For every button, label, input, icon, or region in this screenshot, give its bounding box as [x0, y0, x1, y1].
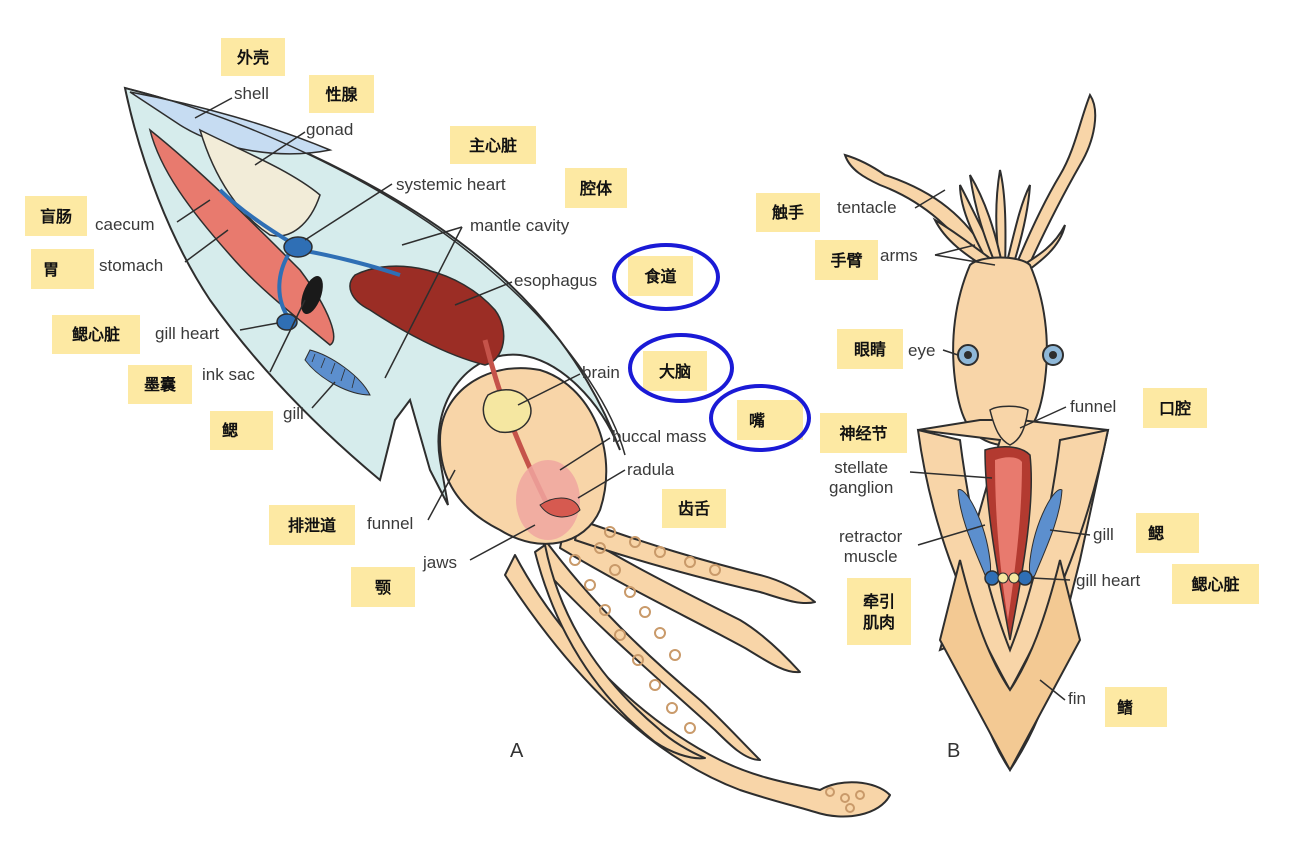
- panel-label-a: A: [510, 740, 524, 762]
- label-b-stellate-ganglion: stellate ganglion: [829, 458, 894, 497]
- cn-label-gill: 鳃: [210, 411, 273, 450]
- cn-label-gill-heart: 鳃心脏: [52, 315, 140, 354]
- cn-label-b-fin: 鳍: [1105, 687, 1167, 727]
- label-b-arms: arms: [880, 246, 918, 265]
- cn-label-systemic-heart: 主心脏: [450, 126, 536, 164]
- b-funnel: [989, 405, 1029, 446]
- label-buccal-mass: buccal mass: [612, 427, 707, 446]
- label-funnel: funnel: [367, 514, 414, 533]
- cn-label-caecum: 盲肠: [25, 196, 87, 236]
- highlight-ring-esophagus: [612, 243, 720, 311]
- leader-lines-b: [909, 189, 1091, 701]
- label-b-tentacle: tentacle: [837, 198, 897, 217]
- label-esophagus: esophagus: [514, 271, 598, 290]
- cn-label-shell: 外壳: [221, 38, 285, 76]
- panel-label-b: B: [947, 740, 961, 762]
- label-systemic-heart: systemic heart: [396, 175, 506, 194]
- systemic-heart: [283, 236, 313, 258]
- cn-label-stomach: 胃: [31, 249, 94, 289]
- label-gill-heart: gill heart: [155, 324, 220, 343]
- cn-label-b-eye: 眼睛: [837, 329, 903, 369]
- label-jaws: jaws: [423, 553, 458, 572]
- squid-ventral-view: [843, 92, 1110, 773]
- cn-label-b-arms: 手臂: [815, 240, 878, 280]
- label-b-retractor-muscle: retractor muscle: [839, 527, 903, 566]
- cn-label-radula: 齿舌: [662, 489, 726, 528]
- leader-lines-a: [176, 97, 626, 561]
- label-brain: brain: [582, 363, 620, 382]
- squid-side-view: [123, 86, 891, 818]
- b-eyes: [957, 344, 1064, 366]
- cn-label-b-tentacle: 触手: [756, 193, 820, 232]
- b-gill-heart-right: [1017, 570, 1033, 586]
- label-b-gill: gill: [1093, 525, 1114, 544]
- buccal-mass: [516, 460, 580, 540]
- label-stomach: stomach: [99, 256, 164, 275]
- highlight-ring-brain: [628, 333, 734, 403]
- label-caecum: caecum: [95, 215, 155, 234]
- label-gill: gill: [283, 404, 304, 423]
- highlight-ring-buccal-mass: [709, 384, 811, 452]
- label-b-funnel: funnel: [1070, 397, 1117, 416]
- ink-sac: [301, 275, 323, 315]
- cn-label-jaws: 颚: [351, 567, 415, 607]
- cn-label-gonad: 性腺: [309, 75, 374, 113]
- label-b-fin: fin: [1068, 689, 1086, 708]
- cn-label-funnel: 排泄道: [269, 505, 355, 545]
- cn-label-mantle-cavity: 腔体: [565, 168, 627, 208]
- brain: [482, 389, 532, 434]
- gonad: [198, 128, 321, 237]
- suckers: [569, 526, 865, 813]
- label-b-gill-heart: gill heart: [1076, 571, 1141, 590]
- cn-label-ink-sac: 墨囊: [128, 365, 192, 404]
- b-gill-heart-left: [984, 570, 1000, 586]
- cn-label-b-funnel: 口腔: [1143, 388, 1207, 428]
- label-ink-sac: ink sac: [202, 365, 255, 384]
- label-mantle-cavity: mantle cavity: [470, 216, 570, 235]
- gill: [304, 349, 371, 396]
- cn-label-b-gill: 鳃: [1136, 513, 1199, 553]
- arms-and-tentacles: [504, 519, 891, 818]
- label-gonad: gonad: [306, 120, 354, 139]
- cn-label-b-retractor-muscle: 牵引 肌肉: [847, 578, 911, 645]
- cn-label-b-stellate-ganglion: 神经节: [820, 413, 907, 453]
- label-radula: radula: [627, 460, 675, 479]
- esophagus: [349, 265, 505, 366]
- label-shell: shell: [234, 84, 269, 103]
- label-b-eye: eye: [908, 341, 936, 360]
- cn-label-b-gill-heart: 鳃心脏: [1172, 564, 1259, 604]
